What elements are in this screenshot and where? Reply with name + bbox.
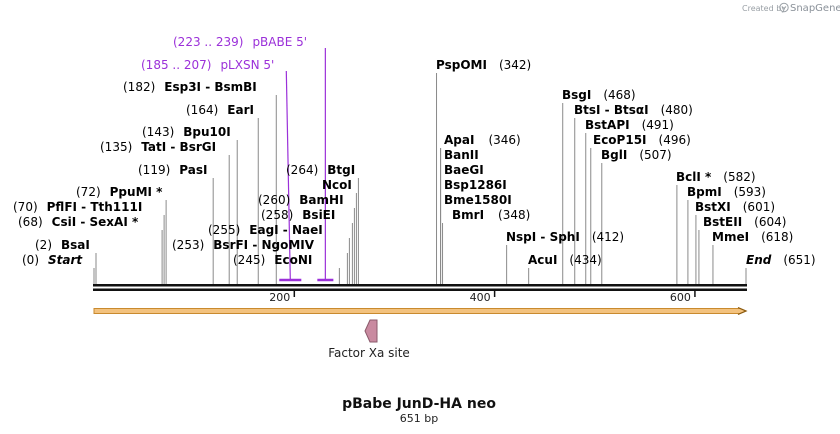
site-label-acui[interactable]: AcuI(434) (528, 253, 602, 267)
primer-label-pbabe[interactable]: (223 .. 239)pBABE 5' (173, 35, 307, 49)
site-label-pflfi-tth111i[interactable]: (70)PflFI - Tth111I (13, 200, 142, 214)
primer-label-plxsn[interactable]: (185 .. 207)pLXSN 5' (141, 58, 274, 72)
ruler-ticks: 200 400 600 (269, 291, 696, 304)
primer-lines (279, 48, 334, 282)
backbone-bottom-strand (93, 288, 747, 291)
site-label-mmei[interactable]: MmeI(618) (712, 230, 793, 244)
site-name: Start (48, 253, 83, 267)
site-label-csii-sexai[interactable]: (68)CsiI - SexAI * (18, 215, 139, 229)
site-label-bpu10i[interactable]: (143)Bpu10I (142, 125, 231, 139)
site-label-eari[interactable]: (164)EarI (186, 103, 254, 117)
site-label-bsiei[interactable]: (258)BsiEI (261, 208, 335, 222)
site-label-bstapi[interactable]: BstAPI(491) (585, 118, 674, 132)
site-label-ncoi[interactable]: NcoI (322, 178, 352, 192)
feature-arrow-head-icon (737, 306, 748, 316)
ruler-tick-label: 200 (269, 291, 290, 304)
site-label-bstxi[interactable]: BstXI(601) (695, 200, 775, 214)
site-pos: (0) (22, 253, 39, 267)
site-label-esp3i-bsmbi[interactable]: (182)Esp3I - BsmBI (123, 80, 257, 94)
primer-leader-line (285, 70, 291, 281)
site-label-apai[interactable]: ApaI(346) (444, 133, 521, 147)
site-label-nspi-sphi[interactable]: NspI - SphI(412) (506, 230, 624, 244)
feature-arrow-shape[interactable] (93, 308, 748, 314)
site-label-btsi-btsai[interactable]: BtsI - BtsαI(480) (574, 103, 693, 117)
site-label-econi[interactable]: (245)EcoNI (233, 253, 312, 267)
site-label-tati-bsrgi[interactable]: (135)TatI - BsrGI (100, 140, 216, 154)
factor-xa-site[interactable]: Factor Xa site (328, 319, 410, 360)
site-label-eagi-naei[interactable]: (255)EagI - NaeI (208, 223, 323, 237)
site-label-bsgi[interactable]: BsgI(468) (562, 88, 636, 102)
sequence-backbone (93, 284, 747, 291)
site-label-pspomi[interactable]: PspOMI(342) (436, 58, 531, 72)
created-by-text: Created by (742, 4, 786, 13)
map-length: 651 bp (400, 412, 438, 425)
snapgene-brand-text: SnapGene (790, 3, 840, 14)
site-label-banii[interactable]: BanII (444, 148, 479, 162)
site-label-bme1580i[interactable]: Bme1580I (444, 193, 512, 207)
factor-xa-label: Factor Xa site (328, 346, 410, 360)
site-label-ppumi[interactable]: (72)PpuMI * (76, 185, 163, 199)
site-label-bsrfi-ngomiv[interactable]: (253)BsrFI - NgoMIV (172, 238, 315, 252)
primer-labels: (223 .. 239)pBABE 5' (185 .. 207)pLXSN 5… (141, 35, 307, 72)
factor-xa-marker-icon[interactable] (364, 319, 378, 343)
site-label-bsai[interactable]: (2)BsaI (35, 238, 90, 252)
site-label-bamhi[interactable]: (260)BamHI (258, 193, 344, 207)
site-label-end[interactable]: End(651) (746, 253, 816, 267)
site-label-bmri[interactable]: BmrI(348) (452, 208, 530, 222)
map-title: pBabe JunD-HA neo (342, 396, 496, 412)
site-connector-lines (93, 73, 747, 284)
site-label-bgli[interactable]: BglI(507) (601, 148, 672, 162)
site-label-btgi[interactable]: (264)BtgI (286, 163, 355, 177)
site-labels: (0) Start (2)BsaI (68)CsiI - SexAI * (70)… (13, 58, 816, 267)
snapgene-branding: Created by SnapGene (742, 2, 840, 14)
site-label-baegi[interactable]: BaeGI (444, 163, 484, 177)
site-label-bsp1286i[interactable]: Bsp1286I (444, 178, 507, 192)
site-label-start[interactable]: (0) Start (22, 253, 83, 267)
site-label-bsteii[interactable]: BstEII(604) (703, 215, 786, 229)
site-label-ecop15i[interactable]: EcoP15I(496) (593, 133, 691, 147)
site-label-pasi[interactable]: (119)PasI (138, 163, 207, 177)
site-label-bcli[interactable]: BclI *(582) (676, 170, 756, 184)
site-label-bpmi[interactable]: BpmI(593) (687, 185, 766, 199)
backbone-top-strand (93, 284, 747, 287)
feature-arrow[interactable] (93, 306, 748, 316)
ruler-tick-label: 600 (670, 291, 691, 304)
snapgene-logo-icon (779, 2, 789, 13)
ruler-tick-label: 400 (470, 291, 491, 304)
